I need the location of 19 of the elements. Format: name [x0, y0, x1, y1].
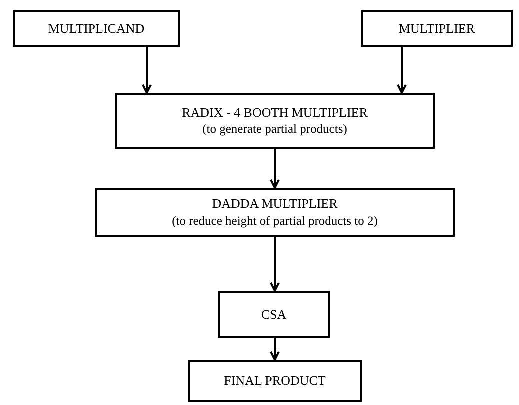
box-title: FINAL PRODUCT — [224, 372, 326, 390]
arrow — [142, 47, 152, 94]
process-box — [95, 188, 455, 237]
arrow — [397, 47, 407, 94]
box-title: MULTIPLIER — [398, 20, 476, 38]
process-box — [218, 291, 330, 338]
arrow — [270, 149, 280, 189]
box-description: (to generate partial products) — [202, 121, 348, 138]
box-title: MULTIPLICAND — [48, 20, 145, 38]
box-description: (to reduce height of partial products to 2) — [172, 212, 378, 230]
process-box — [188, 360, 362, 402]
box-title: DADDA MULTIPLIER — [212, 195, 338, 213]
arrow — [270, 338, 280, 361]
process-box — [115, 93, 435, 149]
arrow — [270, 237, 280, 292]
box-title: CSA — [261, 306, 287, 324]
process-box — [361, 10, 513, 47]
box-title: RADIX - 4 BOOTH MULTIPLIER — [182, 104, 368, 122]
process-box — [13, 10, 180, 47]
